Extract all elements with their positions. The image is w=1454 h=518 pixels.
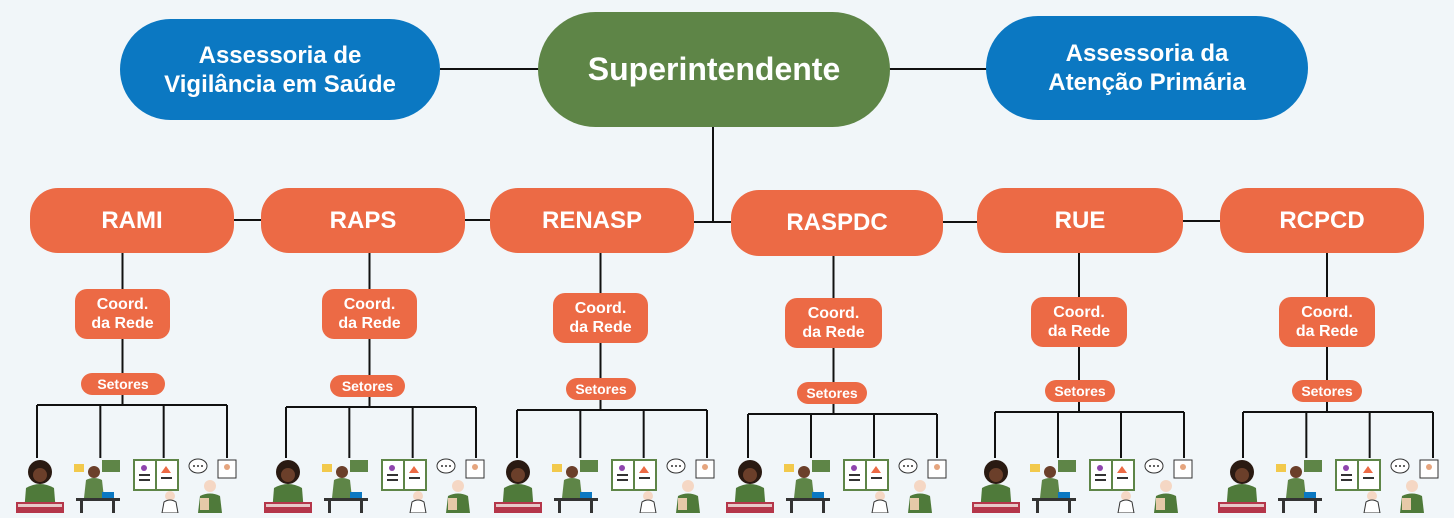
network-node-raps: RAPS (261, 188, 465, 253)
sectors-label: Setores (1054, 383, 1106, 399)
coord-node: Coord. da Rede (785, 298, 882, 348)
coord-label-line1: Coord. (574, 300, 627, 317)
sectors-label: Setores (341, 378, 394, 394)
person-chatting-icon (666, 458, 718, 518)
network-label: RUE (1054, 206, 1106, 234)
person-working-icon (1216, 458, 1268, 518)
network-label: RAPS (329, 206, 397, 234)
primary-care-advisory-node: Assessoria da Atenção Primária (986, 16, 1308, 120)
coord-label-line1: Coord. (1301, 304, 1353, 321)
person-chatting-icon (188, 458, 240, 518)
person-at-desk-icon (550, 458, 602, 518)
primary-care-advisory-line2: Atenção Primária (1048, 69, 1246, 96)
coord-label-line1: Coord. (96, 296, 149, 313)
person-working-icon (14, 458, 66, 518)
presentation-board-icon (378, 458, 430, 518)
vigilance-advisory-line2: Vigilância em Saúde (164, 70, 396, 98)
coord-label-line2: da Rede (91, 315, 154, 332)
presentation-board-icon (608, 458, 660, 518)
sectors-label: Setores (575, 381, 627, 397)
coord-node: Coord. da Rede (1031, 297, 1127, 347)
sectors-label: Setores (97, 376, 149, 392)
person-at-desk-icon (72, 458, 124, 518)
person-chatting-icon (898, 458, 950, 518)
presentation-board-icon (1086, 458, 1138, 518)
person-chatting-icon (1144, 458, 1196, 518)
presentation-board-icon (840, 458, 892, 518)
person-working-icon (492, 458, 544, 518)
presentation-board-icon (1332, 458, 1384, 518)
person-at-desk-icon (1028, 458, 1080, 518)
person-chatting-icon (436, 458, 488, 518)
coord-node: Coord. da Rede (322, 289, 417, 339)
sectors-label: Setores (806, 385, 858, 401)
person-at-desk-icon (782, 458, 834, 518)
vigilance-advisory-line1: Assessoria de (198, 41, 362, 69)
sectors-node: Setores (330, 375, 405, 397)
network-label: RCPCD (1279, 206, 1365, 234)
superintendent-label: Superintendente (587, 51, 841, 87)
primary-care-advisory-line1: Assessoria da (1065, 40, 1229, 67)
coord-node: Coord. da Rede (75, 289, 170, 339)
person-working-icon (970, 458, 1022, 518)
sectors-node: Setores (1045, 380, 1115, 402)
sectors-node: Setores (797, 382, 867, 404)
coord-label-line1: Coord. (343, 296, 396, 313)
network-label: RENASP (541, 206, 643, 234)
network-label: RASPDC (786, 209, 888, 236)
coord-label-line2: da Rede (569, 319, 632, 336)
coord-label-line2: da Rede (1295, 323, 1359, 340)
coord-label-line2: da Rede (1047, 323, 1111, 340)
person-chatting-icon (1390, 458, 1442, 518)
sectors-node: Setores (81, 373, 165, 395)
network-node-rcpcd: RCPCD (1220, 188, 1424, 253)
network-node-renasp: RENASP (490, 188, 694, 253)
network-node-rue: RUE (977, 188, 1183, 253)
coord-label-line2: da Rede (338, 315, 401, 332)
presentation-board-icon (130, 458, 182, 518)
coord-node: Coord. da Rede (553, 293, 648, 343)
network-node-raspdc: RASPDC (731, 190, 943, 256)
coord-label-line1: Coord. (807, 305, 860, 322)
coord-label-line2: da Rede (802, 324, 865, 341)
person-working-icon (724, 458, 776, 518)
network-label: RAMI (101, 206, 163, 234)
vigilance-advisory-node: Assessoria de Vigilância em Saúde (120, 19, 440, 120)
sectors-node: Setores (1292, 380, 1362, 402)
sectors-node: Setores (566, 378, 636, 400)
sectors-label: Setores (1301, 383, 1353, 399)
coord-label-line1: Coord. (1053, 304, 1105, 321)
superintendent-node: Superintendente (538, 12, 890, 127)
person-at-desk-icon (320, 458, 372, 518)
person-at-desk-icon (1274, 458, 1326, 518)
coord-node: Coord. da Rede (1279, 297, 1375, 347)
network-node-rami: RAMI (30, 188, 234, 253)
person-working-icon (262, 458, 314, 518)
